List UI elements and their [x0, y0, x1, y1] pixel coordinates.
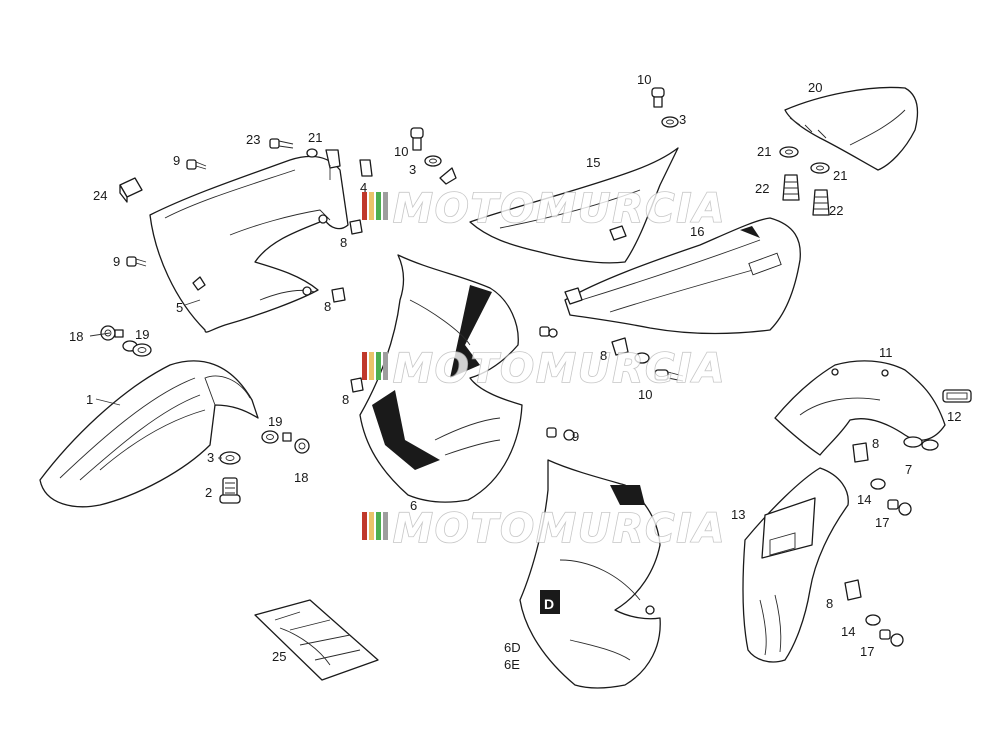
- leader-lines: [89, 165, 331, 459]
- callout-10-right: 10: [638, 387, 652, 402]
- callout-17-a: 17: [875, 515, 889, 530]
- screw-17-b: [879, 629, 904, 647]
- callout-12: 12: [947, 409, 961, 424]
- screw-23: [269, 138, 294, 149]
- watermark-middle: MOTOMURCIA: [362, 345, 726, 393]
- callout-6e: 6E: [504, 657, 520, 672]
- callout-16: 16: [690, 224, 704, 239]
- callout-21-right-b: 21: [833, 168, 847, 183]
- callout-18-right: 18: [294, 470, 308, 485]
- grommet-22-a: [782, 174, 800, 201]
- callout-15: 15: [586, 155, 600, 170]
- speed-nut-8-a: [349, 219, 363, 235]
- callout-10-center: 10: [394, 144, 408, 159]
- rear-fender-bracket: [774, 360, 946, 456]
- callout-19-left: 19: [135, 327, 149, 342]
- callout-9-lower: 9: [113, 254, 120, 269]
- foam-block: [119, 177, 143, 203]
- callout-24: 24: [93, 188, 107, 203]
- callout-25: 25: [272, 649, 286, 664]
- quick-release-fastener-left: [100, 325, 152, 357]
- washer-14-b: [865, 614, 881, 626]
- tail-cover: [784, 86, 919, 171]
- left-radiator-shroud: [149, 155, 349, 333]
- callout-8-e: 8: [826, 596, 833, 611]
- rear-mudguard: [742, 467, 849, 663]
- front-fender: [39, 360, 259, 508]
- callout-3-top: 3: [679, 112, 686, 127]
- bolt-10-right: [611, 337, 684, 382]
- callout-10-top: 10: [637, 72, 651, 87]
- washer-14-a: [870, 478, 886, 490]
- washer-7: [903, 436, 939, 451]
- watermark-text: MOTOMURCIA: [393, 186, 726, 232]
- decal-sheet: [254, 599, 379, 681]
- callout-8-c: 8: [342, 392, 349, 407]
- reflector-12: [942, 389, 972, 403]
- callout-8-d: 8: [872, 436, 879, 451]
- speed-nut-8-d: [852, 442, 869, 463]
- callout-14-b: 14: [841, 624, 855, 639]
- callout-6: 6: [410, 498, 417, 513]
- washer-21-left: [306, 148, 318, 158]
- speed-nut-8-e: [844, 579, 862, 601]
- side-panel-upper: [469, 147, 679, 264]
- callout-5: 5: [176, 300, 183, 315]
- callout-13: 13: [731, 507, 745, 522]
- callout-9-right: 9: [572, 429, 579, 444]
- speed-nut-8-c: [350, 377, 364, 393]
- side-panel-lower: [564, 217, 801, 335]
- screw-center: [539, 326, 558, 338]
- callout-22-a: 22: [755, 181, 769, 196]
- fender-washer: [219, 451, 241, 465]
- washer-21-right-b: [810, 162, 830, 174]
- watermark-bottom: MOTOMURCIA: [362, 505, 726, 553]
- lower-shroud-6d: D: [519, 459, 661, 689]
- watermark-top: MOTOMURCIA: [362, 185, 726, 233]
- watermark-text: MOTOMURCIA: [393, 346, 726, 392]
- screw-17-a: [887, 499, 912, 516]
- callout-23: 23: [246, 132, 260, 147]
- callout-6d: 6D: [504, 640, 521, 655]
- callout-9-upper: 9: [173, 153, 180, 168]
- callout-3-fender: 3: [207, 450, 214, 465]
- callout-18-left: 18: [69, 329, 83, 344]
- callout-1: 1: [86, 392, 93, 407]
- fender-bolt: [219, 477, 241, 504]
- callout-3-center: 3: [409, 162, 416, 177]
- screw-9-lower: [126, 256, 147, 267]
- quick-release-fastener-right: [261, 430, 310, 454]
- callout-19-right: 19: [268, 414, 282, 429]
- callout-21-right-a: 21: [757, 144, 771, 159]
- callout-22-b: 22: [829, 203, 843, 218]
- svg-text:D: D: [544, 596, 554, 612]
- callout-4: 4: [360, 180, 367, 195]
- screw-9-right: [546, 427, 575, 441]
- clip-4: [325, 149, 373, 177]
- callout-14-a: 14: [857, 492, 871, 507]
- callout-11: 11: [879, 345, 893, 360]
- callout-8-f: 8: [600, 348, 607, 363]
- watermark-text: MOTOMURCIA: [393, 506, 726, 552]
- callout-labels: 1 2 3 3 3 4 5 6 6D 6E 7 8 8 8 8 8 8 9 9 …: [69, 72, 961, 672]
- washer-21-right-a: [779, 146, 799, 158]
- callout-2: 2: [205, 485, 212, 500]
- callout-7: 7: [905, 462, 912, 477]
- grommet-22-b: [812, 189, 830, 216]
- callout-17-b: 17: [860, 644, 874, 659]
- callout-8-a: 8: [340, 235, 347, 250]
- callout-8-b: 8: [324, 299, 331, 314]
- screw-9-upper: [186, 159, 207, 170]
- callout-21-left: 21: [308, 130, 322, 145]
- callout-20: 20: [808, 80, 822, 95]
- bolt-10-top: [651, 87, 679, 128]
- speed-nut-8-b: [331, 287, 346, 303]
- bolt-10-center: [410, 127, 457, 185]
